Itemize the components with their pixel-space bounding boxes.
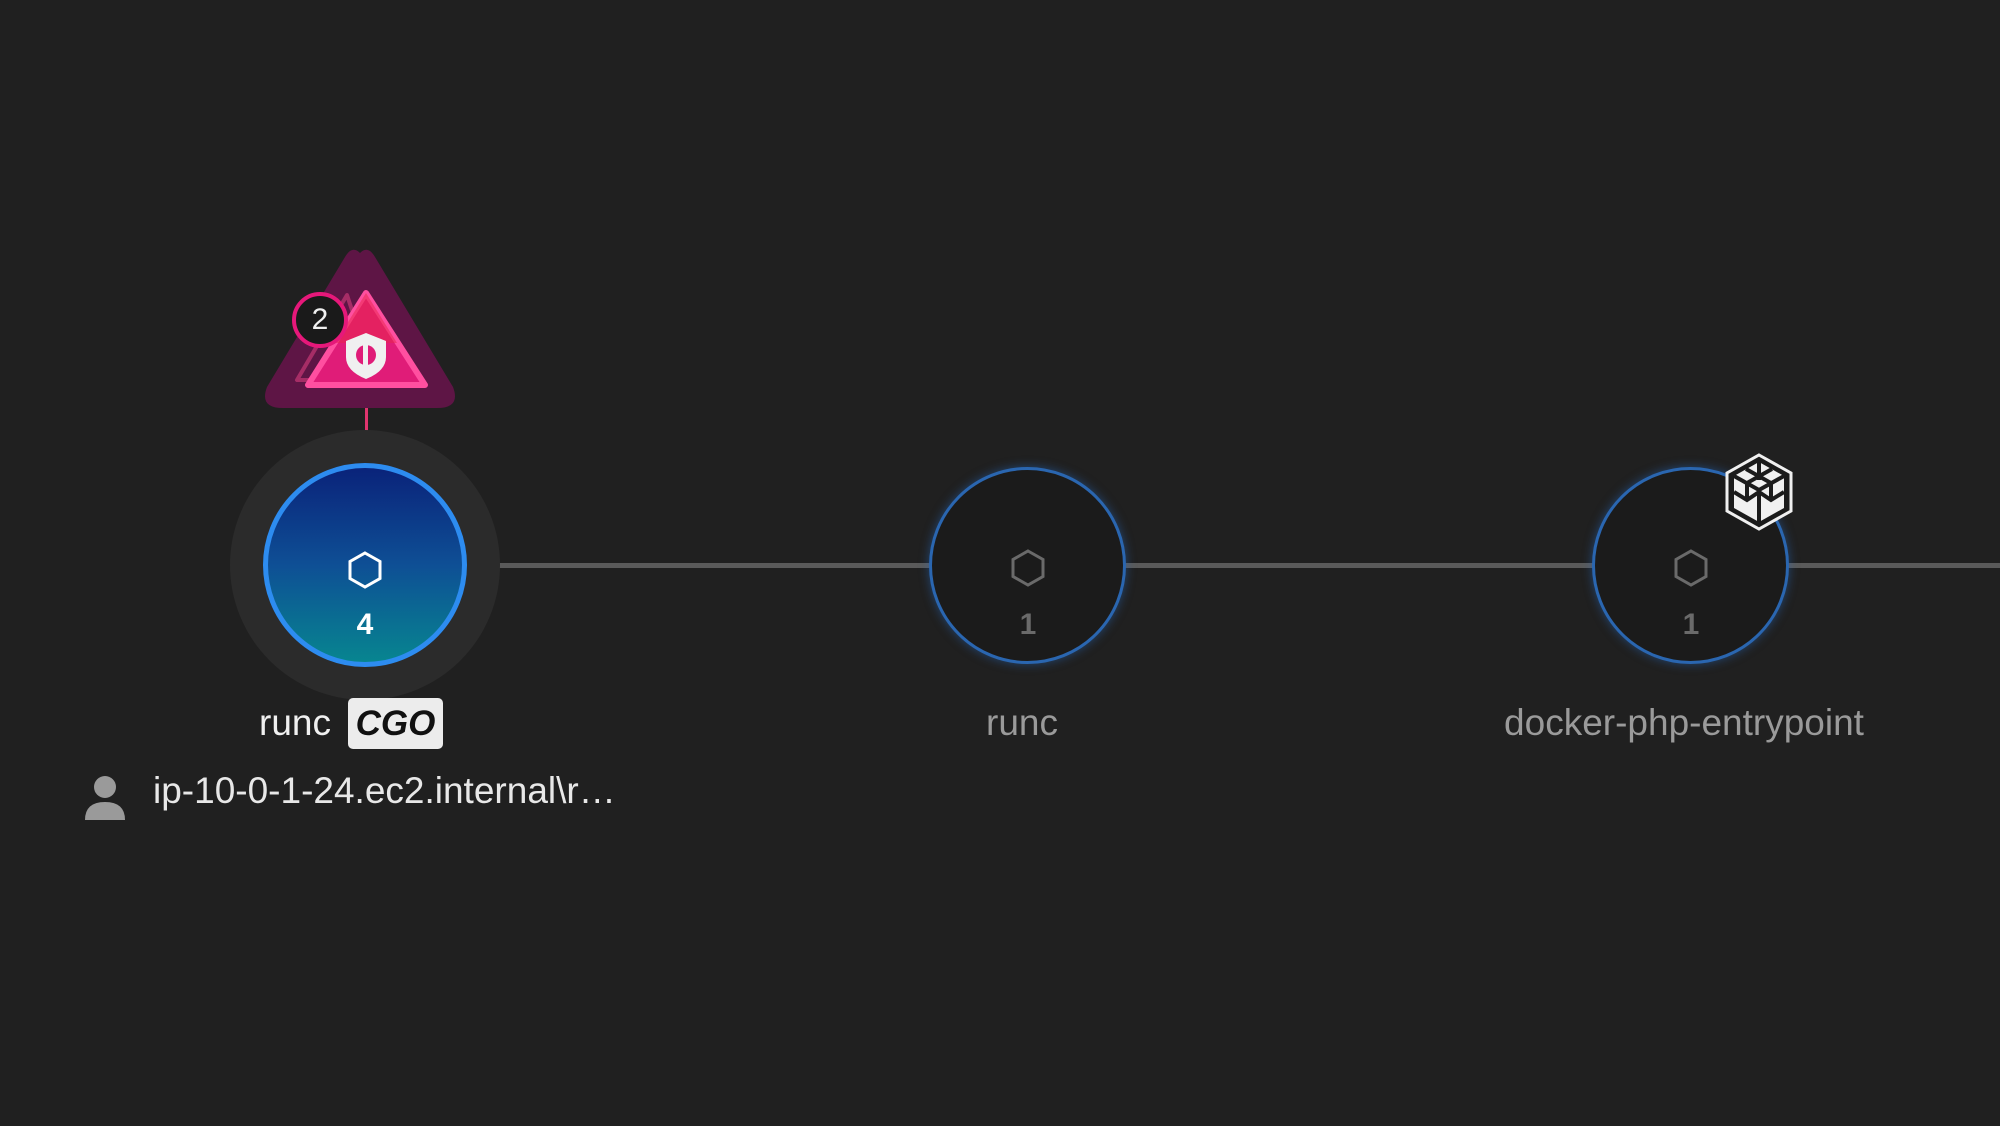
user-icon <box>85 776 125 820</box>
cgo-tag: CGO <box>348 698 443 749</box>
process-node-runc[interactable]: 1 <box>929 467 1126 664</box>
alert-count: 2 <box>311 303 329 336</box>
shield-icon <box>346 333 386 379</box>
edge <box>1770 563 2000 568</box>
process-count: 1 <box>1682 608 1700 641</box>
hexagon-icon <box>348 551 382 589</box>
user-name: ip-10-0-1-24.ec2.internal\r… <box>153 770 616 811</box>
process-count: 4 <box>356 608 374 641</box>
edge <box>1107 563 1610 568</box>
alert-warning-icon[interactable] <box>255 245 465 415</box>
hexagon-icon <box>1011 549 1045 587</box>
process-name: docker-php-entrypoint <box>1504 702 1864 743</box>
process-name: runc <box>986 702 1058 743</box>
process-count: 1 <box>1019 608 1037 641</box>
alert-count-badge[interactable]: 2 <box>292 292 348 348</box>
container-cube-icon[interactable] <box>1723 452 1795 532</box>
process-name: runc <box>259 702 331 743</box>
edge <box>470 563 946 568</box>
hexagon-icon <box>1674 549 1708 587</box>
process-node-runc-selected[interactable]: 4 <box>263 463 467 667</box>
